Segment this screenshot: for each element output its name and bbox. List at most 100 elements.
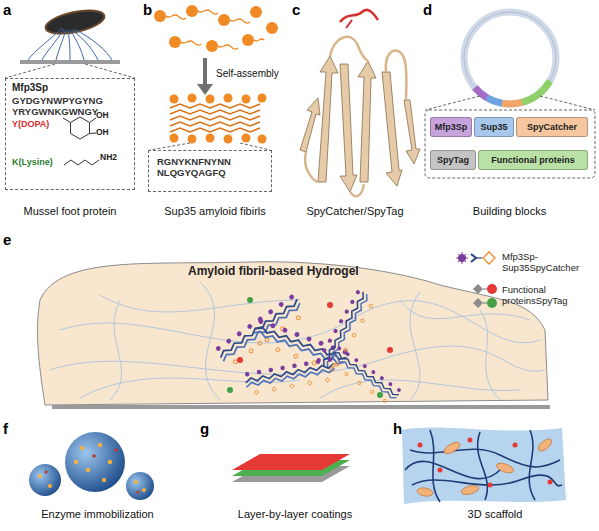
fibril-cluster-part <box>244 357 337 396</box>
node-title: Amyloid fibril-based Hydrogel <box>188 264 428 278</box>
plasmid-illustration-part <box>487 98 502 104</box>
amyloid-illustration-part-part <box>198 10 218 14</box>
enzyme-beads-part <box>38 443 146 492</box>
fibril-cluster-part <box>237 302 393 363</box>
protein-ribbon-part <box>350 184 364 196</box>
scaffold-illustration-part <box>405 430 562 502</box>
amyloid-illustration-part-part <box>166 15 186 19</box>
plasmid-illustration-part <box>502 102 522 104</box>
scaffold-illustration-part <box>418 438 553 488</box>
block-label: Functional proteins <box>491 155 575 166</box>
caption-label: Building blocks <box>420 205 599 218</box>
enzyme-beads-part-part <box>102 478 106 482</box>
amyloid-illustration-part-part <box>181 41 201 45</box>
plasmid-illustration-part <box>425 96 480 110</box>
scaffold-illustration-part-part <box>412 475 562 486</box>
amyloid-illustration-part <box>206 40 218 52</box>
amyloid-illustration-part-part <box>170 110 260 114</box>
scaffold-illustration-part-part <box>418 443 423 448</box>
scaffold-illustration-part-part <box>416 487 433 498</box>
amyloid-illustration-part <box>258 94 267 103</box>
amyloid-illustration-part <box>203 58 207 84</box>
plasmid-illustration-part <box>464 12 556 104</box>
amyloid-illustration-part <box>188 135 197 144</box>
scaffold-illustration-part <box>402 427 566 504</box>
amyloid-illustration-part <box>224 135 233 144</box>
scaffold-illustration-part-part <box>430 430 440 502</box>
amyloid-illustration-part <box>224 94 233 103</box>
panel-letter: e <box>3 231 23 249</box>
amyloid-illustration-part-part <box>230 19 250 23</box>
mussel-illustration-part <box>56 30 66 60</box>
legend-text: Functional proteinsSpyTag <box>502 284 598 306</box>
scaffold-illustration-part-part <box>442 440 462 456</box>
amyloid-illustration-part <box>170 134 179 143</box>
hydrogel-network-part <box>60 301 540 343</box>
hydrogel-network-part <box>50 346 545 374</box>
fibril-cluster-part-part <box>237 357 243 363</box>
legend-icons <box>456 252 497 308</box>
node-title: RGNYKNFNYNN NLQGYQAGFQ <box>157 156 257 178</box>
plasmid-illustration-part <box>540 96 595 110</box>
panel-letter: a <box>3 1 23 19</box>
chemical-structures-part <box>90 133 97 135</box>
caption-label: SpyCatcher/SpyTag <box>290 205 420 218</box>
scaffold-illustration-part-part <box>495 461 515 475</box>
mussel-illustration <box>5 6 135 78</box>
legend-icons-part <box>473 298 483 308</box>
amyloid-illustration-part <box>206 134 215 143</box>
scaffold-illustration-part-part <box>488 483 493 488</box>
amyloid-illustration-part-part <box>254 39 264 41</box>
block-label: SpyCatcher <box>527 122 577 133</box>
block-label: Mfp3Sp <box>435 122 468 133</box>
panel-letter: c <box>292 1 312 19</box>
amyloid-illustration-part <box>197 84 213 95</box>
legend-text: Mfp3Sp-Sup35SpyCatcher <box>502 251 598 273</box>
mussel-illustration-part <box>42 29 64 60</box>
hydrogel-network-part <box>320 380 520 398</box>
amyloid-illustration <box>150 5 278 150</box>
legend-icons-part <box>458 254 466 262</box>
protein-ribbon-part <box>382 72 402 186</box>
mussel-illustration-part <box>68 30 70 60</box>
amyloid-illustration-part <box>169 36 181 48</box>
amyloid-illustration-part <box>170 104 260 132</box>
node-title: Mfp3Sp <box>12 82 122 94</box>
amyloid-illustration-part <box>166 10 264 49</box>
plasmid-illustration-part <box>425 110 595 178</box>
panel-letter: g <box>200 420 220 438</box>
legend-icons-part <box>487 284 497 294</box>
amyloid-illustration-part <box>150 143 190 150</box>
plasmid-illustration-part <box>475 88 487 98</box>
amyloid-illustration-part <box>242 95 251 104</box>
mussel-illustration-part <box>20 60 120 64</box>
panel-letter: h <box>393 420 413 438</box>
fibril-cluster-part-part <box>227 387 233 393</box>
panel-letter: d <box>423 1 443 19</box>
fibril-cluster-part-part <box>327 302 333 308</box>
gene-block: Sup35 <box>474 117 514 137</box>
scaffold-illustration-part-part <box>460 484 479 496</box>
chemical-structures-part <box>90 118 97 123</box>
node-text: K(Lysine) <box>12 157 82 168</box>
amyloid-illustration-part <box>242 34 254 46</box>
mussel-illustration-part <box>85 64 135 78</box>
protein-ribbon-part <box>330 37 368 61</box>
amyloid-illustration-part <box>206 95 215 104</box>
mussel-illustration-part <box>70 30 84 60</box>
caption-label: Mussel foot protein <box>0 205 140 218</box>
mussel-illustration-part <box>5 64 55 78</box>
mussel-illustration-part <box>74 29 112 60</box>
gene-block: SpyTag <box>430 150 476 170</box>
amyloid-illustration-part <box>170 95 179 104</box>
amyloid-illustration-part-part <box>170 104 260 108</box>
hydrogel-network-part <box>410 292 420 400</box>
scaffold-illustration-part-part <box>548 480 553 485</box>
sequence-box: RGNYKNFNYNN NLQGYQAGFQ <box>148 150 272 192</box>
amyloid-illustration-part-part <box>170 128 260 132</box>
legend-icons-part <box>487 298 497 308</box>
mussel-illustration-part <box>72 30 98 60</box>
mussel-illustration-part <box>28 28 62 60</box>
fibril-cluster-part <box>316 289 377 373</box>
